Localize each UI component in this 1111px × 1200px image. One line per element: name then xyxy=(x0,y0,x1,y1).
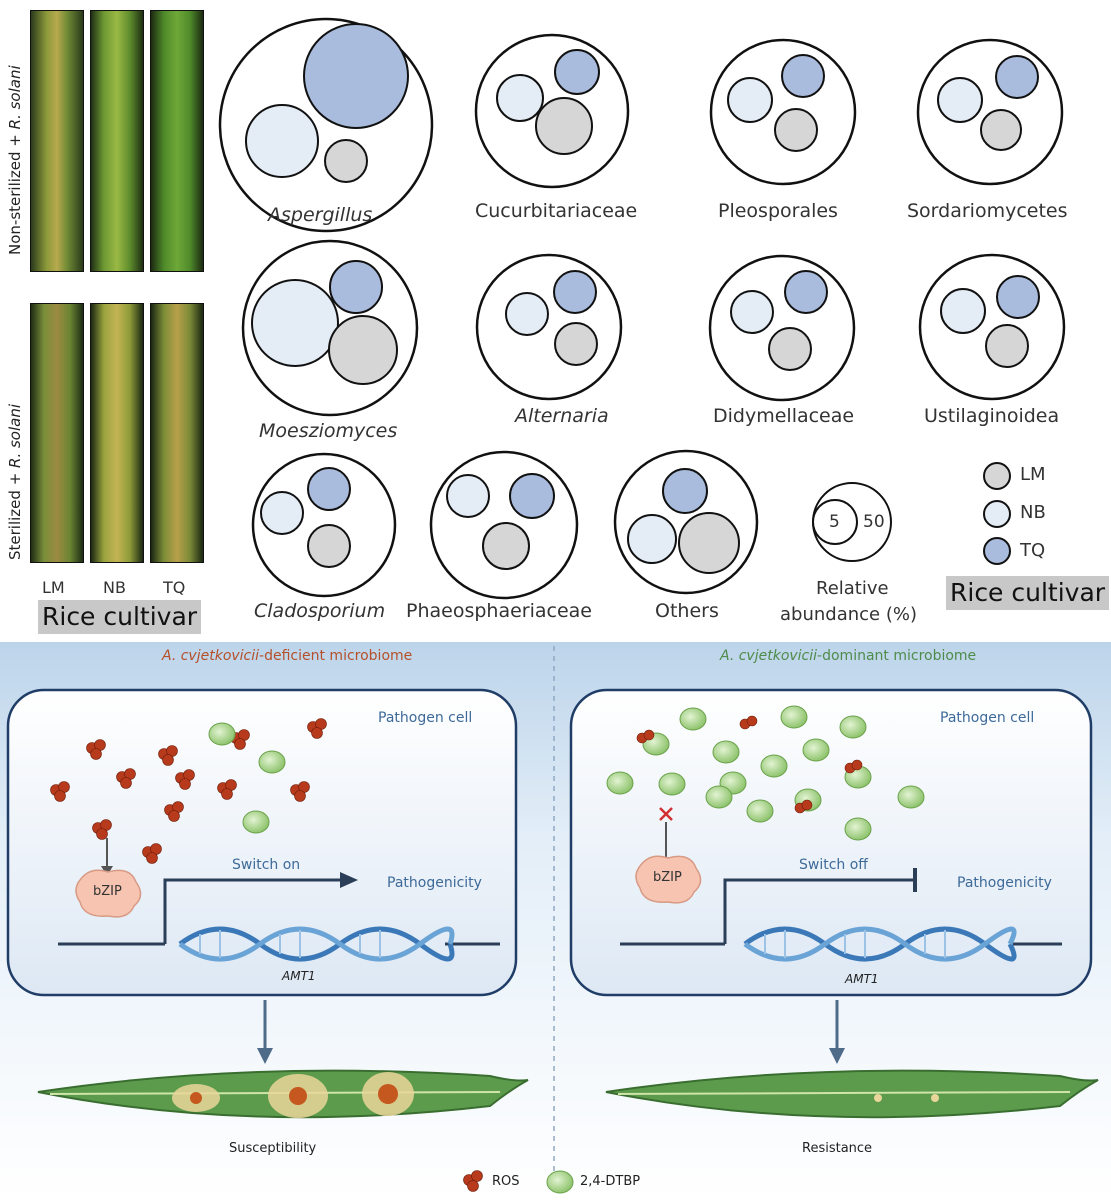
susceptibility-label: Susceptibility xyxy=(229,1141,317,1156)
dna-helix-left xyxy=(178,926,455,962)
bubble-pleosporales xyxy=(709,38,857,186)
bubble-cucurbitariaceae xyxy=(474,33,630,189)
bubble-ustilaginoidea xyxy=(918,253,1066,401)
down-arrow-left xyxy=(257,1000,273,1064)
bzip-protein-right xyxy=(635,855,702,904)
scale-label-line2: abundance (%) xyxy=(780,604,917,625)
photo-sterilized-nb xyxy=(90,303,144,563)
resistance-label: Resistance xyxy=(802,1141,873,1156)
dtbp-legend-label: 2,4-DTBP xyxy=(580,1174,641,1189)
bubble-aspergillus xyxy=(218,17,434,233)
legend-tq: TQ xyxy=(1020,540,1046,561)
switch-on-label: Switch on xyxy=(232,857,301,873)
taxon-label: Alternaria xyxy=(515,405,609,427)
cultivar-tq: TQ xyxy=(163,578,186,597)
taxon-label: Pleosporales xyxy=(718,200,838,222)
left-panel-title: A. cvjetkovicii-deficient microbiome xyxy=(162,648,412,664)
ros-molecules-right xyxy=(636,715,863,814)
pathogen-cell-right xyxy=(569,688,1093,997)
bubble-cladosporium xyxy=(251,452,397,598)
switch-off-label: Switch off xyxy=(799,857,868,873)
activation-arrow xyxy=(340,872,358,888)
bubble-didymellaceae xyxy=(708,254,856,402)
taxon-label: Others xyxy=(655,600,719,622)
left-title-rest: -deficient microbiome xyxy=(259,648,413,664)
ros-legend-icon xyxy=(463,1170,483,1192)
left-title-species: A. cvjetkovicii xyxy=(162,648,260,664)
cultivar-nb: NB xyxy=(103,578,126,597)
taxon-label: Ustilaginoidea xyxy=(924,405,1060,427)
left-cell-label: Pathogen cell xyxy=(378,710,473,726)
photo-sterilized-tq xyxy=(150,303,204,563)
right-gene-label: AMT1 xyxy=(845,972,879,986)
bubble-others xyxy=(613,449,759,595)
photo-nonsterilized-lm xyxy=(30,10,84,272)
bubble-moesziomyces xyxy=(241,239,419,417)
legend-title: Rice cultivar xyxy=(946,576,1110,610)
dtbp-molecules-right xyxy=(606,705,925,841)
blocked-x-icon xyxy=(659,807,673,821)
right-target-label: Pathogenicity xyxy=(957,875,1052,891)
left-tf-label: bZIP xyxy=(93,884,122,899)
taxon-label: Didymellaceae xyxy=(713,405,855,427)
photo-nonsterilized-tq xyxy=(150,10,204,272)
taxon-label: Aspergillus xyxy=(268,204,373,226)
left-gene-label: AMT1 xyxy=(282,969,316,983)
taxon-label: Phaeosphaeriaceae xyxy=(406,600,592,622)
leaf-resistant xyxy=(605,1069,1099,1119)
legend-lm: LM xyxy=(1020,464,1046,485)
taxon-label: Cladosporium xyxy=(254,600,386,622)
bubble-alternaria xyxy=(475,253,623,401)
bzip-protein-left xyxy=(75,869,142,918)
down-arrow-right xyxy=(829,1000,845,1064)
ros-legend-label: ROS xyxy=(492,1174,520,1189)
right-tf-label: bZIP xyxy=(653,870,682,885)
taxon-label: Moesziomyces xyxy=(259,420,398,442)
right-title-rest: -dominant microbiome xyxy=(817,648,977,664)
taxon-label: Sordariomycetes xyxy=(907,200,1068,222)
photo-nonsterilized-nb xyxy=(90,10,144,272)
right-cell-label: Pathogen cell xyxy=(940,710,1035,726)
regulation-left xyxy=(58,838,500,962)
bubble-phaeosphaeriaceae xyxy=(429,450,579,600)
right-panel-title: A. cvjetkovicii-dominant microbiome xyxy=(720,648,976,664)
taxon-label: Cucurbitariaceae xyxy=(475,200,638,222)
photo-axis-label: Rice cultivar xyxy=(38,600,202,634)
dtbp-legend-icon xyxy=(546,1170,574,1194)
scale-small-value: 5 xyxy=(829,512,840,532)
cultivar-legend-swatches xyxy=(983,462,1011,565)
ros-molecules-left xyxy=(50,718,327,864)
leaf-susceptible xyxy=(37,1069,529,1119)
left-target-label: Pathogenicity xyxy=(387,875,482,891)
pathogen-cell-left xyxy=(6,688,518,997)
cultivar-lm: LM xyxy=(42,578,65,597)
size-scale xyxy=(812,482,892,562)
dtbp-molecules-left xyxy=(208,722,286,834)
regulation-right xyxy=(620,807,1062,962)
right-title-species: A. cvjetkovicii xyxy=(720,648,818,664)
legend-nb: NB xyxy=(1020,502,1046,523)
scale-large-value: 50 xyxy=(863,512,885,532)
scale-label-line1: Relative xyxy=(816,578,889,599)
photo-sterilized-lm xyxy=(30,303,84,563)
bubble-sordariomycetes xyxy=(916,38,1064,186)
dna-helix-right xyxy=(743,926,1017,962)
